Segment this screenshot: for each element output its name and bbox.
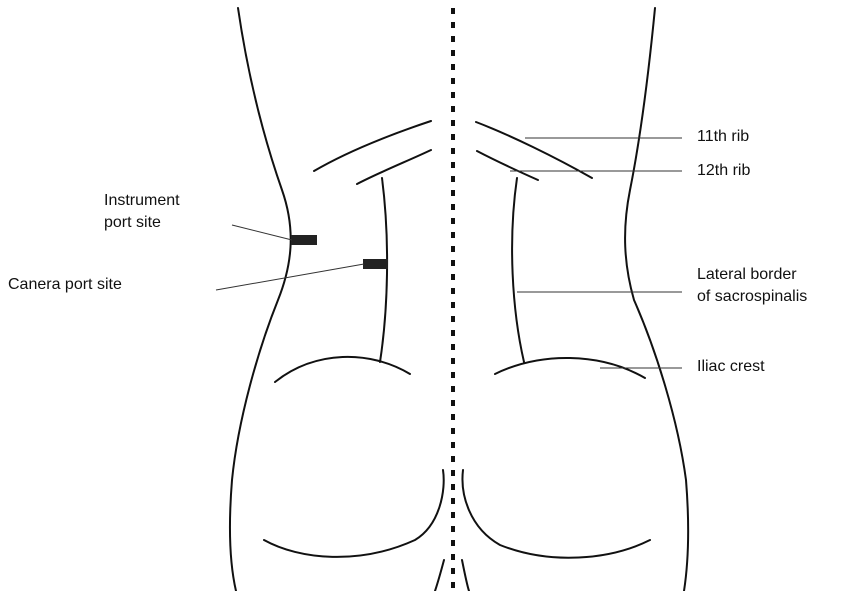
left-12th-rib — [357, 150, 431, 184]
instrument-port-label: Instrument port site — [104, 190, 180, 234]
left-sacrospinalis-border — [380, 178, 387, 362]
left-11th-rib — [314, 121, 431, 171]
rib-11-label: 11th rib — [697, 126, 749, 148]
left-torso-outline — [230, 8, 291, 591]
gluteal-cleft-left — [435, 560, 444, 591]
sacrospinalis-label: Lateral border of sacrospinalis — [697, 264, 807, 308]
instrument-port-marker — [291, 235, 317, 245]
leader-instrument-port — [232, 225, 292, 240]
leader-camera-port — [216, 264, 364, 290]
rib-12-label: 12th rib — [697, 160, 750, 182]
camera-port-marker — [363, 259, 388, 269]
right-torso-outline — [625, 8, 688, 591]
left-buttock-curve — [264, 470, 444, 557]
left-iliac-crest — [275, 357, 410, 382]
right-buttock-curve — [462, 470, 650, 558]
right-12th-rib — [477, 151, 538, 180]
right-11th-rib — [476, 122, 592, 178]
camera-port-label: Canera port site — [8, 274, 122, 296]
iliac-crest-label: Iliac crest — [697, 356, 765, 378]
right-sacrospinalis-border — [512, 178, 524, 362]
gluteal-cleft-right — [462, 560, 469, 591]
